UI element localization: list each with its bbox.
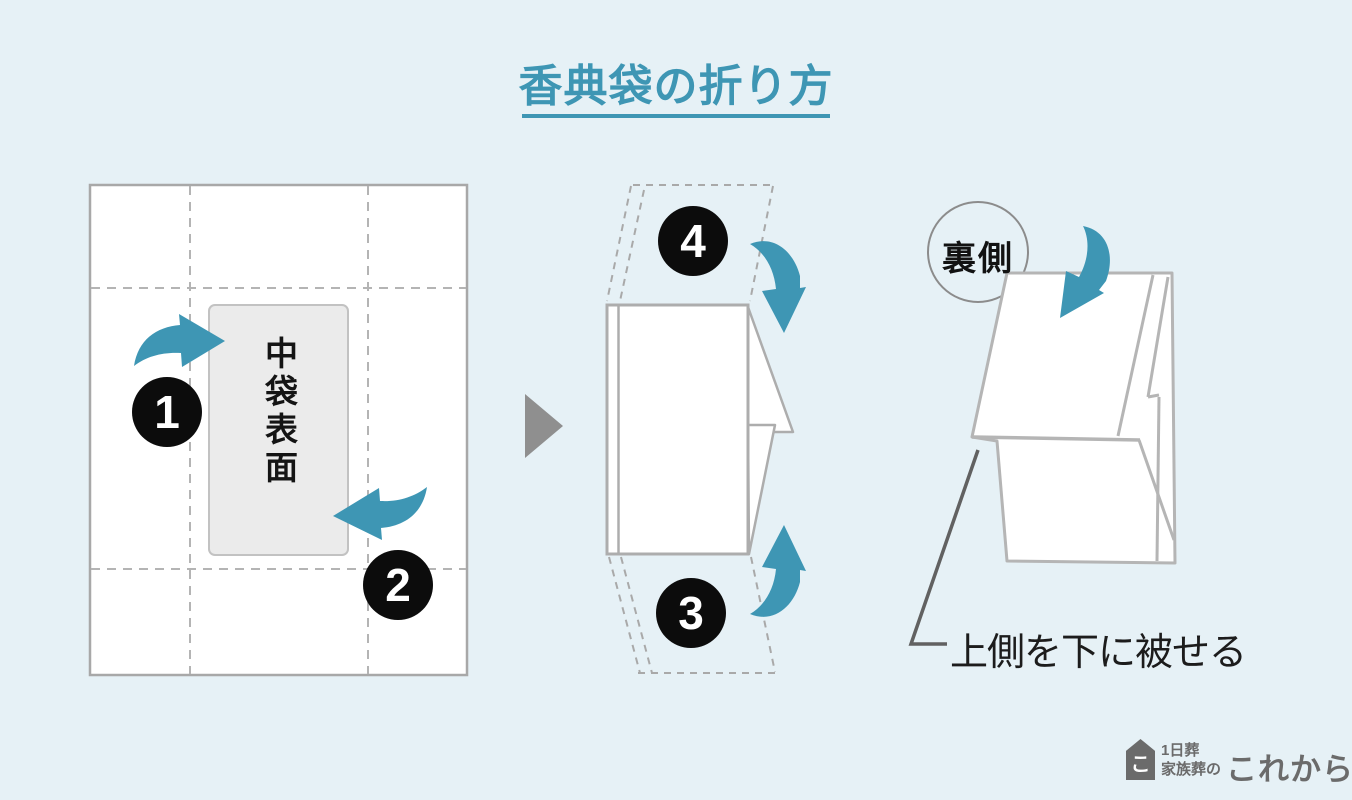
step-badge-1: 1 — [132, 377, 202, 447]
cover-down-arrow-icon — [1060, 226, 1110, 318]
back-side-badge-circle — [927, 201, 1029, 303]
next-step-triangle-icon — [525, 394, 563, 458]
panel-finished-back — [908, 201, 1177, 646]
finished-envelope-silhouette — [970, 271, 1177, 565]
side-strip-notch — [1147, 393, 1160, 399]
panel-folded-sheet — [605, 184, 806, 674]
fold-caption: 上側を下に被せる — [950, 632, 1247, 674]
folded-body — [605, 303, 750, 556]
side-strip-edge — [1155, 396, 1161, 562]
step-badge-3: 3 — [656, 578, 726, 648]
unfolded-top-ghost-outline — [606, 184, 774, 302]
brand-logo: こ 1日葬 家族葬の これから — [1124, 737, 1352, 787]
house-logo-icon: こ — [1126, 739, 1155, 780]
logo-brand-name: これから — [1226, 752, 1352, 787]
back-side-badge-label: 裏側 — [942, 240, 1014, 278]
fold-arrow-down-icon — [750, 241, 806, 333]
step-badge-4: 4 — [658, 206, 728, 276]
fold-arrow-right-icon — [134, 314, 225, 367]
logo-line-2: 家族葬の — [1161, 761, 1222, 778]
inner-envelope-front — [208, 304, 349, 556]
flap-fold-line-outer — [1116, 274, 1155, 437]
fold-arrow-up-icon — [750, 525, 806, 617]
title-underline — [522, 114, 830, 118]
logo-line-1: 1日葬 — [1161, 742, 1200, 759]
bottom-flap-corner — [746, 423, 777, 556]
caption-pointer-line — [908, 449, 980, 646]
inner-envelope-front-label: 中袋表面 — [260, 336, 298, 488]
fold-arrow-left-icon — [333, 487, 427, 540]
flap-fold-line-inner — [1146, 276, 1170, 398]
step-badge-2: 2 — [363, 550, 433, 620]
lower-flap-side-edge — [1137, 439, 1176, 541]
logo-service-lines: 1日葬 家族葬の — [1161, 741, 1221, 779]
top-flap-bottom-edge — [971, 435, 1141, 442]
page-title: 香典袋の折り方 — [518, 62, 834, 111]
